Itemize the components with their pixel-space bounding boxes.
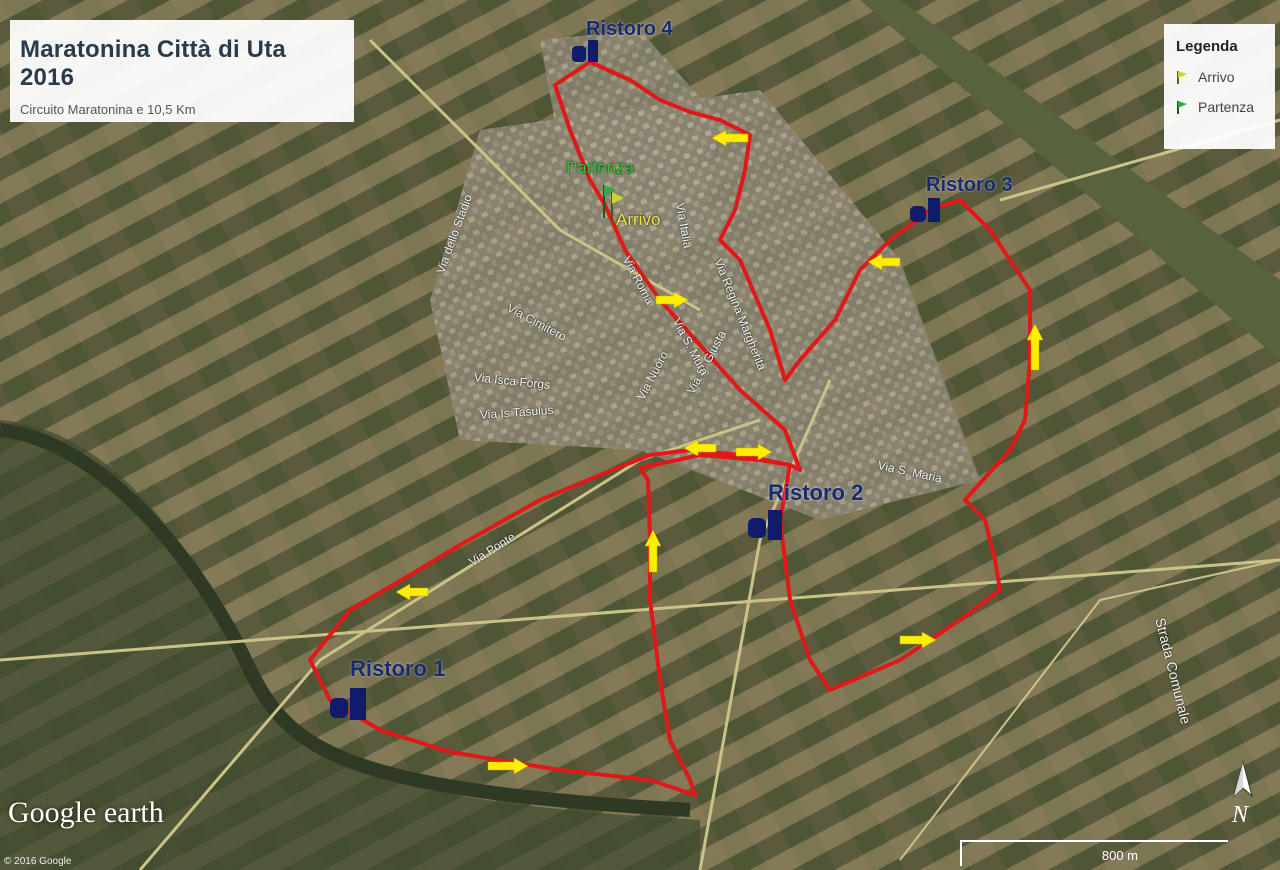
map-subtitle: Circuito Maratonina e 10,5 Km <box>20 102 196 117</box>
green-flag-icon <box>1177 101 1187 114</box>
map-title: Maratonina Città di Uta 2016 <box>20 36 286 91</box>
ristoro-marker[interactable] <box>572 40 598 62</box>
direction-arrow <box>899 631 937 649</box>
ristoro-3-label: Ristoro 3 <box>926 174 1013 196</box>
legend-label: Partenza <box>1198 99 1255 115</box>
north-indicator: N <box>1228 760 1258 840</box>
direction-arrow <box>683 439 717 457</box>
legend-title: Legenda <box>1176 38 1238 55</box>
map-title-panel: Maratonina Città di Uta 2016 Circuito Ma… <box>10 20 354 122</box>
legend-item-arrivo: Arrivo <box>1176 69 1263 85</box>
direction-arrow <box>395 583 429 601</box>
ristoro-marker[interactable] <box>330 688 366 720</box>
ristoro-marker[interactable] <box>748 510 782 540</box>
ristoro-2-label: Ristoro 2 <box>768 480 864 505</box>
route-path <box>308 60 1032 797</box>
ristoro-4-label: Ristoro 4 <box>586 18 673 40</box>
scale-label: 800 m <box>1101 848 1138 863</box>
scale-bar: 800 m <box>960 840 1228 866</box>
direction-arrow <box>867 253 901 271</box>
legend-label: Arrivo <box>1198 69 1235 85</box>
direction-arrow <box>735 443 773 461</box>
direction-arrow <box>644 529 662 573</box>
legend-panel: Legenda Arrivo Partenza <box>1164 24 1275 149</box>
direction-arrow <box>487 757 529 775</box>
direction-arrow <box>1026 323 1044 371</box>
yellow-flag-icon <box>1177 71 1187 84</box>
arrivo-label: Arrivo <box>616 210 661 229</box>
ristoro-marker[interactable] <box>910 198 940 222</box>
google-earth-logo: Google earth <box>8 796 164 829</box>
partenza-flag[interactable] <box>603 185 624 222</box>
legend-item-partenza: Partenza <box>1176 99 1263 115</box>
north-arrow-icon <box>1233 760 1253 798</box>
direction-arrow <box>711 129 749 147</box>
partenza-label: Partenza <box>566 158 635 177</box>
copyright-text: © 2016 Google <box>4 856 72 867</box>
north-label: N <box>1232 802 1249 828</box>
ristoro-1-label: Ristoro 1 <box>350 656 446 681</box>
direction-arrow <box>655 291 689 309</box>
